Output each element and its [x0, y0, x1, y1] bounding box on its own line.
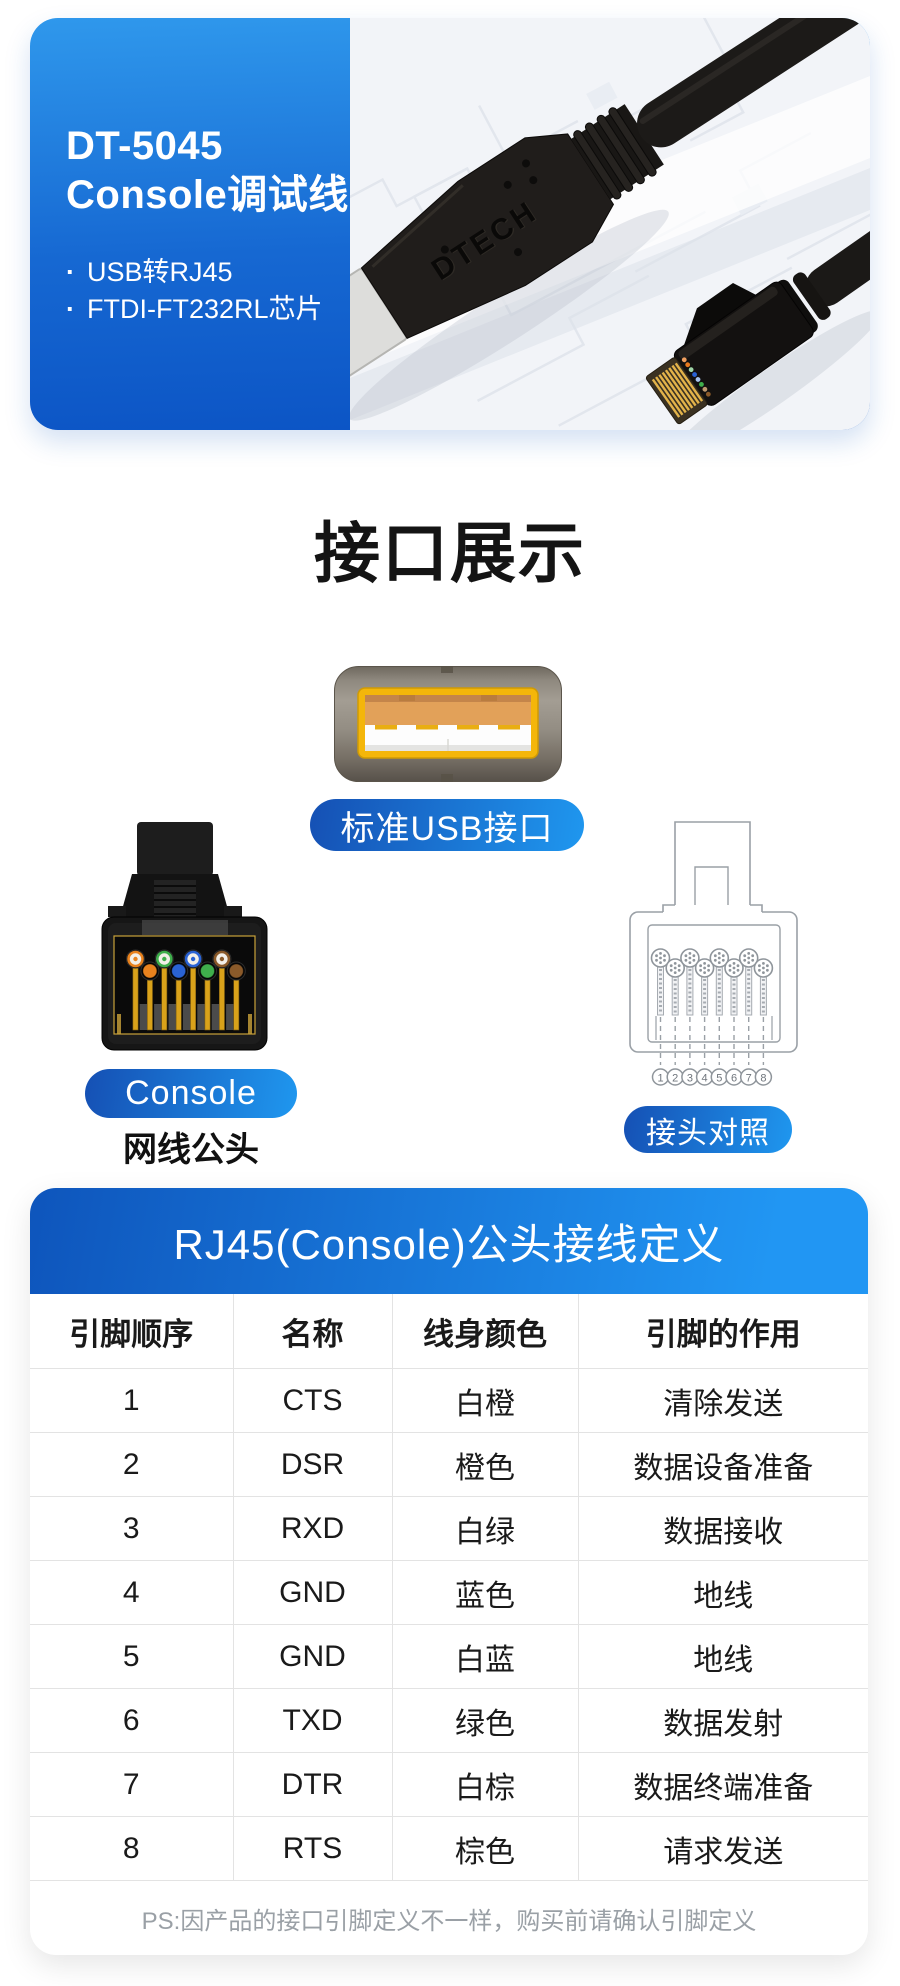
table-cell: 请求发送: [577, 1816, 868, 1881]
table-cell: 白棕: [391, 1752, 579, 1817]
hero-card: DTECH DTECH: [30, 18, 870, 430]
pin-number: 5: [716, 1073, 722, 1085]
pin-number: 3: [687, 1073, 693, 1085]
table-cell: 白橙: [391, 1368, 579, 1433]
table-cell: 绿色: [391, 1688, 579, 1753]
table-cell: 2: [30, 1432, 234, 1497]
table-cell: 3: [30, 1496, 234, 1561]
usb-label-pill: 标准USB接口: [310, 799, 584, 851]
pin-number: 7: [746, 1073, 752, 1085]
table-cell: RXD: [232, 1496, 393, 1561]
pin-number: 6: [731, 1073, 737, 1085]
console-label-pill: Console: [85, 1069, 297, 1118]
table-cell: 白蓝: [391, 1624, 579, 1689]
table-cell: 地线: [577, 1560, 868, 1625]
table-cell: 橙色: [391, 1432, 579, 1497]
rj45-wire-dots: [681, 357, 711, 397]
product-model: DT-5045: [66, 124, 223, 168]
column-header: 引脚顺序: [30, 1294, 234, 1369]
hero-bullet: FTDI-FT232RL芯片: [66, 291, 349, 328]
diagram-pin: 2: [665, 958, 686, 1086]
rj45-pin: [198, 961, 222, 1031]
rj45-pin: [212, 949, 237, 1031]
table-cell: 棕色: [391, 1816, 579, 1881]
diagram-pin: 5: [709, 948, 730, 1086]
rj45-pin: [169, 961, 193, 1031]
table-cell: GND: [232, 1624, 393, 1689]
table-cell: 4: [30, 1560, 234, 1625]
table-cell: CTS: [232, 1368, 393, 1433]
table-cell: 6: [30, 1688, 234, 1753]
pin-reference-label-pill: 接头对照: [624, 1106, 792, 1153]
rj45-pin: [154, 949, 179, 1031]
pin-number: 2: [672, 1073, 678, 1085]
rj45-pin: [226, 961, 246, 1031]
usb-plug-photo: DTECH DTECH: [350, 18, 870, 421]
table-cell: 地线: [577, 1624, 868, 1689]
table-cell: 5: [30, 1624, 234, 1689]
table-cell: 7: [30, 1752, 234, 1817]
table-cell: TXD: [232, 1688, 393, 1753]
table-cell: 数据设备准备: [577, 1432, 868, 1497]
pin-number: 4: [702, 1073, 708, 1085]
rj45-pin: [140, 961, 165, 1031]
table-note: PS:因产品的接口引脚定义不一样，购买前请确认引脚定义: [30, 1880, 868, 1955]
section-title: 接口展示: [314, 516, 586, 590]
hero-text-block: DT-5045 Console调试线 USB转RJ45FTDI-FT232RL芯…: [66, 122, 349, 328]
table-cell: 数据接收: [577, 1496, 868, 1561]
table-cell: GND: [232, 1560, 393, 1625]
column-header: 线身颜色: [391, 1294, 579, 1369]
product-name: Console调试线: [66, 173, 349, 217]
rj45-pin: [126, 949, 150, 1031]
table-cell: DSR: [232, 1432, 393, 1497]
table-note-row: PS:因产品的接口引脚定义不一样，购买前请确认引脚定义: [30, 1880, 868, 1955]
table-cell: RTS: [232, 1816, 393, 1881]
rj45-pins: [126, 949, 246, 1031]
table-cell: DTR: [232, 1752, 393, 1817]
hero-product-photo: DTECH DTECH: [350, 18, 870, 430]
column-header: 名称: [232, 1294, 393, 1369]
table-cell: 清除发送: [577, 1368, 868, 1433]
rj45-caption: 网线公头: [123, 1131, 259, 1169]
rj45-pin: [183, 949, 208, 1031]
table-cell: 1: [30, 1368, 234, 1433]
diagram-pin: 6: [724, 958, 744, 1086]
table-cell: 白绿: [391, 1496, 579, 1561]
rj45-connector-photo-graphic: [101, 822, 268, 1051]
column-header: 引脚的作用: [577, 1294, 868, 1369]
diagram-pin: 8: [753, 958, 774, 1086]
product-photo-illustration: DTECH DTECH: [350, 18, 870, 430]
pin-number: 8: [760, 1073, 766, 1085]
diagram-pin: 4: [694, 958, 715, 1086]
diagram-pin: 7: [738, 948, 759, 1086]
usb-connector-front-graphic: [334, 666, 562, 782]
hero-bullet: USB转RJ45: [66, 254, 349, 291]
hero-bullets: USB转RJ45FTDI-FT232RL芯片: [66, 254, 349, 328]
table-title: RJ45(Console)公头接线定义: [30, 1188, 868, 1294]
rj45-plug-photo: [645, 128, 870, 430]
table-cell: 数据发射: [577, 1688, 868, 1753]
table-cell: 8: [30, 1816, 234, 1881]
pin-number: 1: [657, 1073, 663, 1085]
table-cell: 蓝色: [391, 1560, 579, 1625]
table-cell: 数据终端准备: [577, 1752, 868, 1817]
table-header-row: 引脚顺序名称线身颜色引脚的作用: [30, 1294, 868, 1369]
diagram-pin: 1: [650, 948, 671, 1086]
